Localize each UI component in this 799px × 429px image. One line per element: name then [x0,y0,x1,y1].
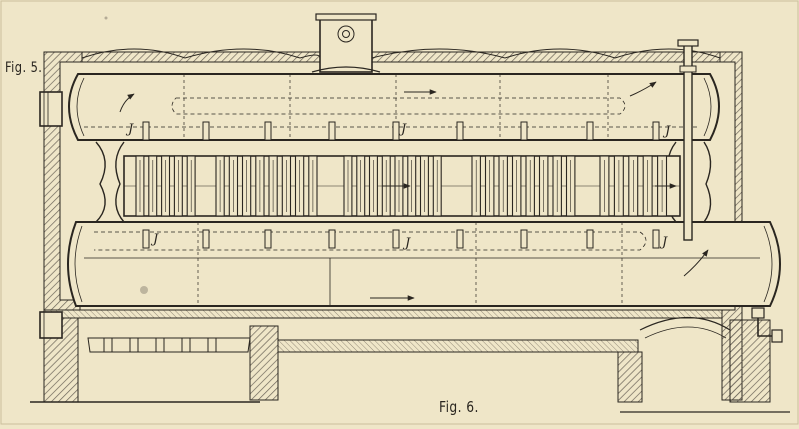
stay-bolt [142,229,150,249]
stay-label-j: J [665,124,671,139]
stay-label-j: J [128,122,134,137]
stay-label-j: J [153,232,159,247]
stay-bolt [520,229,528,249]
stay-bolt [652,229,660,249]
vertical-pipe [677,39,699,241]
stay-bolt [328,229,336,249]
figure-label-fig5: Fig. 5. [5,60,43,76]
stay-bolt [142,121,150,141]
stay-bolt [264,229,272,249]
lower-drum [67,221,781,307]
stay-bolt [652,121,660,141]
top-arches [81,48,721,59]
stay-bolt [328,121,336,141]
stay-bolt [456,121,464,141]
brick-setting [30,51,790,413]
stay-bolt [586,121,594,141]
stay-bolt [202,121,210,141]
stay-label-j: J [401,122,407,137]
flow-arrows [119,81,709,301]
stay-bolt [202,229,210,249]
front-fittings [39,91,251,353]
stay-bolt [264,121,272,141]
ink-spot [140,286,148,294]
blow-off-pipe [751,307,783,343]
drum-necks [95,141,712,223]
stay-bolts [142,121,660,249]
stay-bolt [392,229,400,249]
ink-spot [104,16,108,20]
stay-label-j: J [405,236,411,251]
stay-label-j: J [662,235,668,250]
stay-bolt [520,121,528,141]
tubes [135,155,668,217]
stay-bolt [392,121,400,141]
steam-dome [311,13,381,73]
stay-bolt [586,229,594,249]
figure-label-fig6: Fig. 6. [439,398,479,416]
stay-bolt [456,229,464,249]
